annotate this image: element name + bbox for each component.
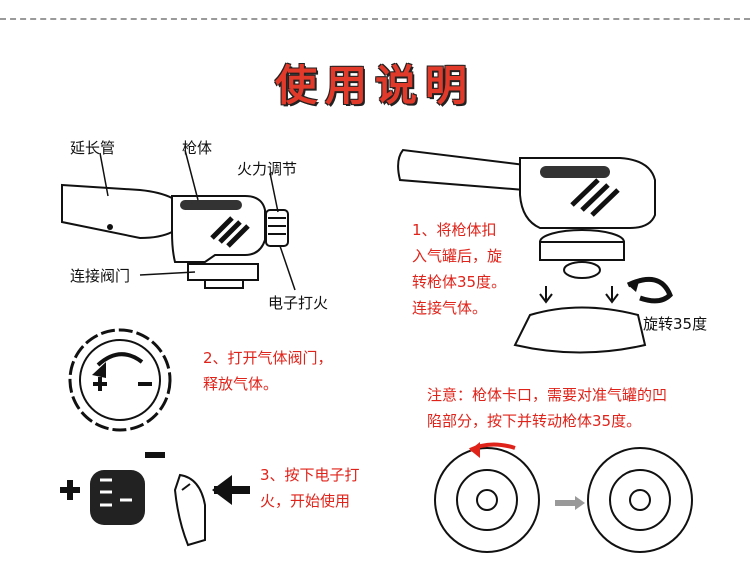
- label-connect-valve: 连接阀门: [70, 267, 131, 285]
- step3-text: 3、按下电子打火，开始使用: [260, 466, 360, 510]
- label-electronic-ignition: 电子打火: [268, 294, 329, 312]
- step1-text: 1、将枪体扣入气罐后，旋转枪体35度。连接气体。: [412, 221, 507, 317]
- label-flame-adjust: 火力调节: [237, 160, 298, 178]
- page-title: 使用说明: [274, 61, 475, 110]
- step2-text: 2、打开气体阀门，释放气体。: [203, 349, 333, 393]
- label-extension-tube: 延长管: [70, 139, 116, 157]
- top-dashed-divider: [0, 18, 750, 20]
- label-rotate: 旋转35度: [643, 315, 708, 333]
- note-text: 注意：枪体卡口，需要对准气罐的凹陷部分，按下并转动枪体35度。: [427, 386, 668, 430]
- label-gun-body: 枪体: [182, 139, 213, 157]
